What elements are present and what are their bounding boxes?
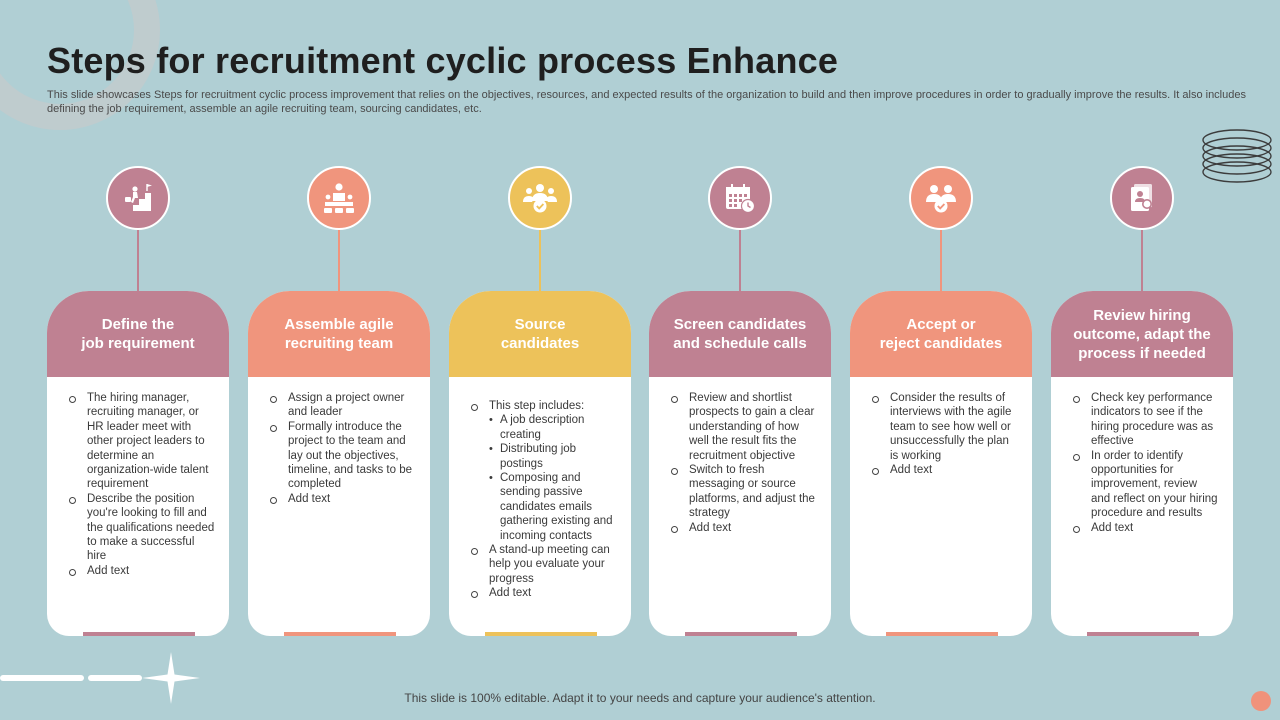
step-icon-circle — [1110, 166, 1174, 230]
step-connector-line — [739, 230, 741, 292]
list-item: Add text — [1071, 521, 1219, 535]
card-accent-bar — [685, 632, 797, 636]
step-heading: Review hiring outcome, adapt the process… — [1051, 291, 1233, 377]
step-connector-line — [1141, 230, 1143, 292]
sub-list-item: Distributing job postings — [489, 442, 617, 471]
step-accept-or-reject: Accept or reject candidates Consider the… — [850, 166, 1032, 636]
coil-decoration-icon — [1202, 129, 1272, 183]
list-item: Add text — [669, 521, 817, 535]
step-connector-line — [940, 230, 942, 292]
stairs-climber-icon — [125, 184, 152, 211]
list-item: Formally introduce the project to the te… — [268, 420, 416, 492]
step-connector-line — [338, 230, 340, 292]
step-heading: Accept or reject candidates — [850, 291, 1032, 377]
list-item: A stand-up meeting can help you evaluate… — [469, 543, 617, 586]
step-body: Review and shortlist prospects to gain a… — [649, 377, 831, 535]
step-heading: Screen candidates and schedule calls — [649, 291, 831, 377]
step-card: Assemble agile recruiting team Assign a … — [248, 291, 430, 636]
step-card: Define the job requirement The hiring ma… — [47, 291, 229, 636]
step-heading: Assemble agile recruiting team — [248, 291, 430, 377]
step-card: Review hiring outcome, adapt the process… — [1051, 291, 1233, 636]
list-item: Add text — [67, 564, 215, 578]
list-item: Add text — [870, 463, 1018, 477]
step-heading: Define the job requirement — [47, 291, 229, 377]
step-card: Screen candidates and schedule calls Rev… — [649, 291, 831, 636]
page-subtitle: This slide showcases Steps for recruitme… — [47, 89, 1246, 115]
step-icon-circle — [708, 166, 772, 230]
list-item: Assign a project owner and leader — [268, 391, 416, 420]
step-icon-circle — [307, 166, 371, 230]
card-accent-bar — [1087, 632, 1199, 636]
calendar-clock-icon — [726, 184, 756, 214]
list-item: This step includes: A job description cr… — [469, 399, 617, 543]
step-card: Accept or reject candidates Consider the… — [850, 291, 1032, 636]
step-assemble-agile-team: Assemble agile recruiting team Assign a … — [248, 166, 430, 636]
step-icon-circle — [106, 166, 170, 230]
card-accent-bar — [83, 632, 195, 636]
step-body: This step includes: A job description cr… — [449, 377, 631, 601]
footer-note: This slide is 100% editable. Adapt it to… — [404, 691, 876, 705]
group-check-icon — [523, 184, 557, 213]
decorative-dash — [88, 675, 142, 681]
list-item: Consider the results of interviews with … — [870, 391, 1018, 463]
sparkle-star-icon — [142, 652, 200, 704]
step-body: Consider the results of interviews with … — [850, 377, 1032, 477]
list-item: Check key performance indicators to see … — [1071, 391, 1219, 449]
list-item: Switch to fresh messaging or source plat… — [669, 463, 817, 521]
card-accent-bar — [284, 632, 396, 636]
list-item: In order to identify opportunities for i… — [1071, 449, 1219, 521]
sub-list-item: A job description creating — [489, 413, 617, 442]
list-item: The hiring manager, recruiting manager, … — [67, 391, 215, 492]
step-card: Source candidates This step includes: A … — [449, 291, 631, 636]
list-item: Describe the position you're looking to … — [67, 492, 215, 564]
step-connector-line — [137, 230, 139, 292]
list-item: Add text — [268, 492, 416, 506]
step-source-candidates: Source candidates This step includes: A … — [449, 166, 631, 636]
list-item: Add text — [469, 586, 617, 600]
card-accent-bar — [485, 632, 597, 636]
list-item: Review and shortlist prospects to gain a… — [669, 391, 817, 463]
page-title: Steps for recruitment cyclic process Enh… — [47, 40, 839, 81]
step-define-job-requirement: Define the job requirement The hiring ma… — [47, 166, 229, 636]
step-heading: Source candidates — [449, 291, 631, 377]
step-review-hiring-outcome: Review hiring outcome, adapt the process… — [1051, 166, 1233, 636]
sub-list-item: Composing and sending passive candidates… — [489, 471, 617, 543]
step-body: Check key performance indicators to see … — [1051, 377, 1233, 535]
people-check-icon — [926, 185, 956, 213]
card-accent-bar — [886, 632, 998, 636]
step-icon-circle — [508, 166, 572, 230]
decorative-dot — [1251, 691, 1271, 711]
resume-search-icon — [1131, 184, 1155, 212]
step-connector-line — [539, 230, 541, 292]
step-body: The hiring manager, recruiting manager, … — [47, 377, 229, 578]
presenter-team-icon — [324, 183, 354, 213]
step-icon-circle — [909, 166, 973, 230]
step-screen-candidates: Screen candidates and schedule calls Rev… — [649, 166, 831, 636]
decorative-dash — [0, 675, 84, 681]
step-body: Assign a project owner and leader Formal… — [248, 377, 430, 506]
